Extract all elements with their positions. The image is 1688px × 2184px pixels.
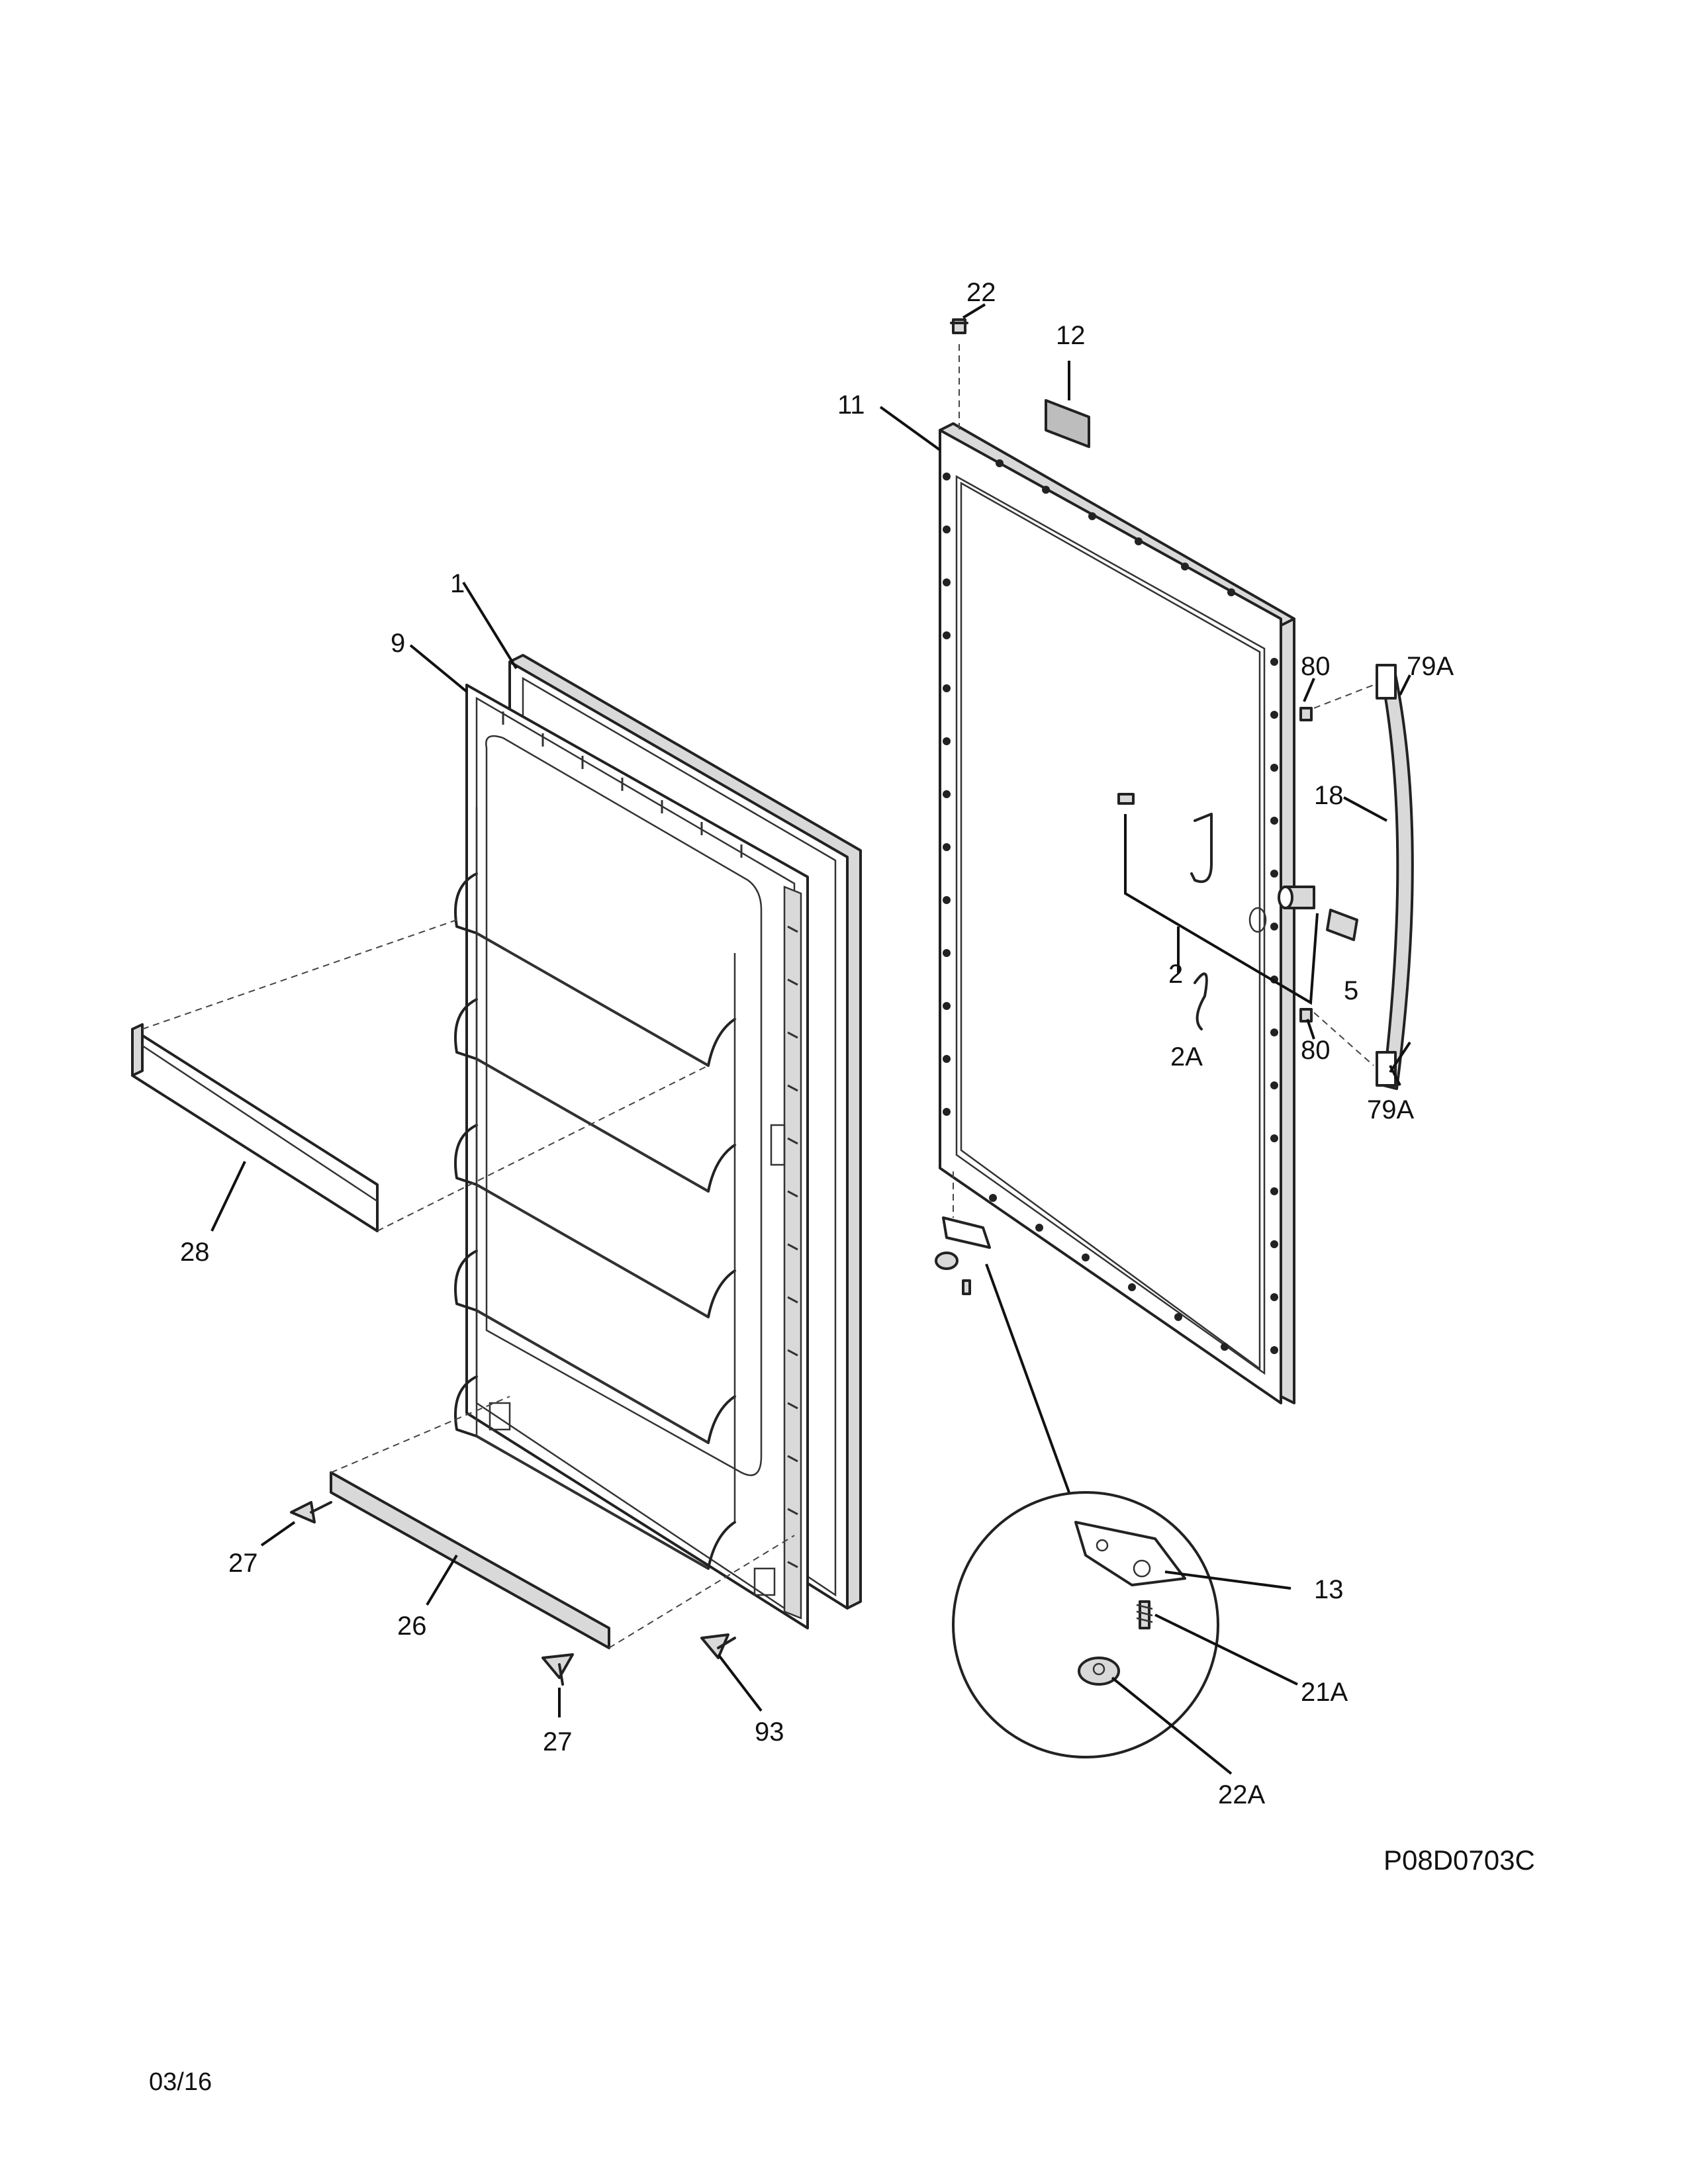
callout-21A: 21A	[1301, 1678, 1348, 1707]
callout-28: 28	[180, 1238, 210, 1267]
door-liner	[454, 684, 809, 1629]
callout-13: 13	[1314, 1575, 1344, 1604]
hinge-bracket-2	[1117, 793, 1213, 884]
callout-11: 11	[837, 390, 865, 420]
leader-lines	[211, 303, 1411, 1775]
callout-12: 12	[1056, 321, 1086, 350]
screw-80-top	[1299, 707, 1313, 721]
callout-27-left: 27	[228, 1549, 258, 1578]
outer-door-panel	[939, 422, 1295, 1404]
callout-9: 9	[391, 629, 405, 658]
callout-18: 18	[1314, 781, 1344, 810]
lower-hinge-assembly	[935, 1216, 991, 1295]
push-pin-27-b	[541, 1653, 574, 1686]
callout-2A: 2A	[1170, 1042, 1203, 1071]
label-12	[1045, 399, 1090, 448]
kickplate-28	[131, 1023, 379, 1232]
callout-22: 22	[966, 278, 996, 307]
trim-26	[330, 1471, 610, 1649]
revision-date: 03/16	[149, 2068, 212, 2096]
callout-80-bottom: 80	[1301, 1036, 1331, 1065]
detail-circle	[952, 1263, 1219, 1758]
screw-80-bottom	[1299, 1008, 1313, 1023]
callout-26: 26	[397, 1612, 427, 1641]
push-pin-27-a	[290, 1501, 332, 1524]
callout-80-top: 80	[1301, 652, 1331, 681]
callout-27-bottom: 27	[543, 1727, 573, 1756]
push-pin-93	[700, 1633, 736, 1659]
clip-2A	[1194, 972, 1208, 1030]
drawing-code: P08D0703C	[1383, 1844, 1535, 1876]
door-shelves	[454, 807, 736, 1570]
door-handle	[1376, 664, 1414, 1090]
callout-labels: 22 12 11 1 9 80 79A 18 2 5 2A 80 79A 28 …	[180, 278, 1454, 1809]
callout-79A-top: 79A	[1407, 652, 1454, 681]
callout-5: 5	[1344, 976, 1358, 1005]
screw-22	[950, 318, 968, 334]
callout-93: 93	[755, 1717, 784, 1747]
alignment-lines	[142, 344, 1374, 1649]
callout-79A-bottom: 79A	[1367, 1095, 1414, 1124]
callout-1: 1	[450, 569, 465, 598]
callout-22A: 22A	[1218, 1780, 1265, 1809]
lock-5	[1278, 886, 1358, 941]
callout-2: 2	[1168, 960, 1183, 989]
